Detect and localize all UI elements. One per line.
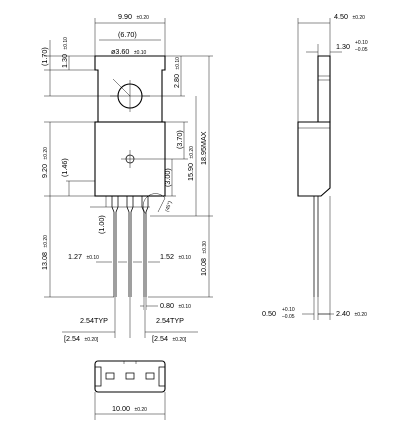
dim-1-27: 1.27 ±0.10 (68, 246, 99, 263)
bottom-view: 10.00 ±0.20 (94, 360, 166, 420)
dim-10-08: 10.08 ±0.30 (193, 241, 210, 276)
dim-1-30-left: 1.30 ±0.10 (54, 37, 71, 68)
dim-10-00: 10.00 ±0.20 (112, 398, 147, 415)
leads (110, 196, 150, 297)
dim-45-deg: (45°) (164, 200, 173, 213)
svg-text:+0.10: +0.10 (355, 40, 368, 46)
dim-1-00: (1.00) (97, 215, 106, 234)
bottom-lead-2 (125, 372, 135, 380)
dim-pitch-right: 2.54TYP (156, 316, 184, 325)
svg-text:+0.10: +0.10 (282, 307, 295, 313)
dim-0-50: 0.50 (262, 309, 276, 318)
side-tab (317, 55, 331, 123)
dim-9-20: 9.20 ±0.20 (34, 147, 51, 178)
dim-18-95-max: 18.95MAX (199, 131, 208, 165)
bottom-lead-1 (105, 372, 115, 380)
dim-1-70: (1.70) (40, 47, 49, 66)
dim-pitch-left-sub: [2.54 ±0.20] (64, 328, 99, 345)
dim-6-70: (6.70) (118, 30, 137, 39)
front-view: 9.90 ±0.20 (6.70) ø3.60 ±0.10 (1.70) 1.3… (34, 6, 213, 345)
dim-1-46: (1.46) (60, 158, 69, 177)
bottom-lead-3 (145, 372, 155, 380)
dim-15-90: 15.90 ±0.20 (180, 146, 197, 181)
bottom-outline (94, 360, 166, 393)
side-body (297, 121, 331, 197)
dim-pitch-right-sub: [2.54 ±0.20] (152, 328, 187, 345)
dim-1-30-side: 1.30 (336, 42, 350, 51)
dim-3-70: (3.70) (175, 130, 184, 149)
dim-hole-diameter: ø3.60 ±0.10 (111, 41, 147, 58)
svg-text:–0.05: –0.05 (282, 314, 295, 320)
side-view: 4.50 ±0.20 1.30 +0.10 –0.05 0.50 +0.10 –… (262, 6, 368, 320)
dim-4-50: 4.50 ±0.20 (334, 6, 365, 23)
dim-3-00: (3.00) (163, 168, 172, 187)
dim-0-80: 0.80 ±0.10 (160, 295, 191, 312)
dim-1-52: 1.52 ±0.10 (160, 246, 191, 263)
dim-9-90: 9.90 ±0.20 (118, 6, 149, 23)
dim-2-80: 2.80 ±0.10 (166, 57, 183, 88)
dim-pitch-left: 2.54TYP (80, 316, 108, 325)
dim-2-40: 2.40 ±0.20 (336, 303, 367, 320)
dim-13-08: 13.08 ±0.20 (34, 235, 51, 270)
svg-text:–0.05: –0.05 (355, 47, 368, 53)
